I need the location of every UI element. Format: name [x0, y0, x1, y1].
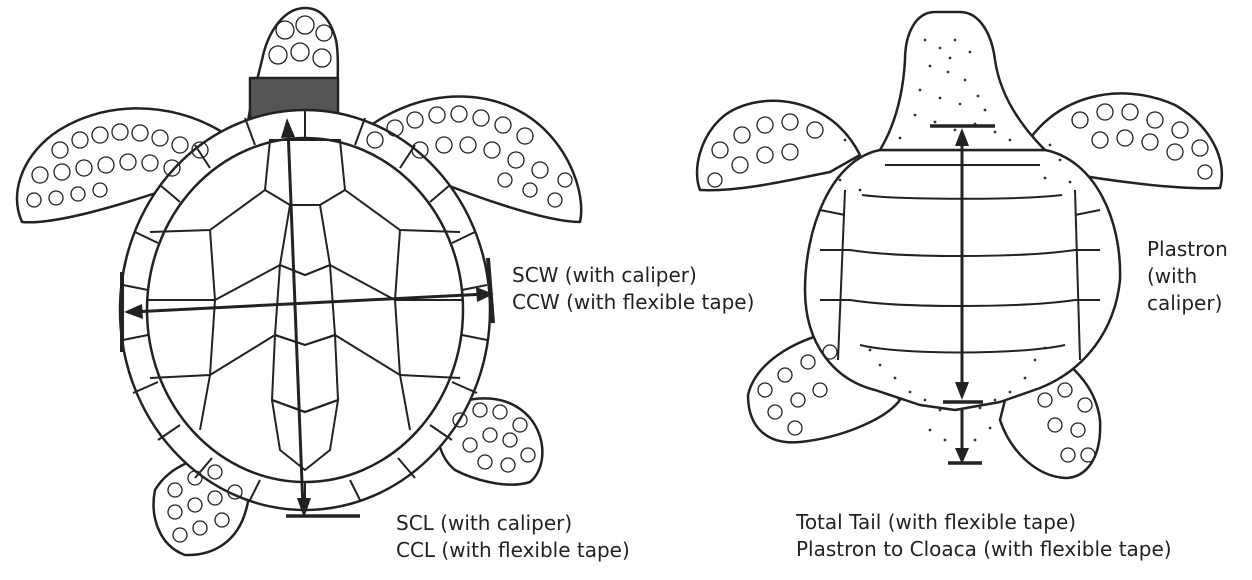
- total-tail-label: Total Tail (with flexible tape): [796, 509, 1172, 536]
- length-measurement-label: SCL (with caliper) CCL (with flexible ta…: [396, 510, 630, 564]
- plastron-label-line-1: Plastron: [1147, 236, 1228, 263]
- ventral-turtle: [697, 12, 1222, 478]
- tail-measurement-label: Total Tail (with flexible tape) Plastron…: [796, 509, 1172, 563]
- plastron-measurement-label: Plastron (with caliper): [1147, 236, 1228, 317]
- width-measurement-label: SCW (with caliper) CCW (with flexible ta…: [512, 262, 754, 316]
- dorsal-turtle: [17, 8, 581, 555]
- scl-label: SCL (with caliper): [396, 510, 630, 537]
- ccw-label: CCW (with flexible tape): [512, 289, 754, 316]
- scw-label: SCW (with caliper): [512, 262, 754, 289]
- plastron-label-line-2: (with: [1147, 263, 1228, 290]
- ccl-label: CCL (with flexible tape): [396, 537, 630, 564]
- plastron-to-cloaca-label: Plastron to Cloaca (with flexible tape): [796, 536, 1172, 563]
- plastron-label-line-3: caliper): [1147, 290, 1228, 317]
